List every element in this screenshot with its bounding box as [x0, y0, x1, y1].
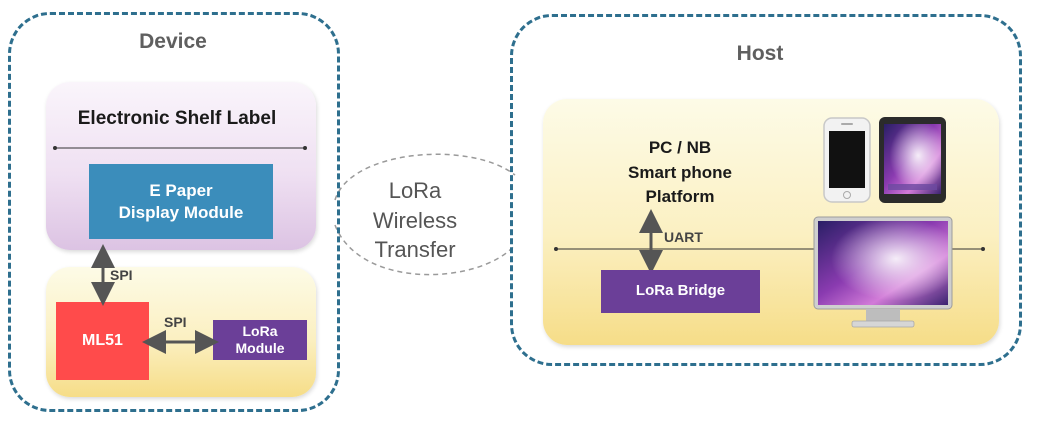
- lora-bridge: LoRa Bridge: [601, 270, 760, 313]
- lora-module-line1: LoRa: [242, 322, 278, 339]
- tablet-icon: [879, 117, 946, 203]
- host-title: Host: [736, 42, 784, 65]
- transfer-line1: LoRa: [388, 178, 442, 203]
- transfer-line3: Transfer: [374, 237, 456, 263]
- lora-bridge-label: LoRa Bridge: [635, 282, 726, 300]
- platform-line3: Platform: [645, 187, 715, 207]
- spi-vertical-label: SPI: [110, 267, 133, 283]
- smartphone-icon: [823, 117, 871, 203]
- wireless-transfer-label: LoRa Wireless Transfer: [355, 176, 475, 265]
- device-group: [8, 12, 340, 412]
- epaper-label-line1: E Paper: [149, 181, 213, 201]
- epaper-label-line2: Display Module: [118, 202, 244, 222]
- platform-line2: Smart phone: [628, 162, 732, 182]
- lora-module-line2: Module: [235, 340, 285, 356]
- lora-module: LoRa Module: [213, 320, 307, 360]
- wireless-link-ellipse: [334, 153, 516, 276]
- ml51-label: ML51: [82, 332, 123, 349]
- platform-list: PC / NB Smart phone Platform: [600, 136, 760, 210]
- uart-label: UART: [664, 229, 703, 245]
- platform-line1: PC / NB: [648, 138, 712, 157]
- transfer-line2: Wireless: [372, 207, 458, 233]
- device-title: Device: [139, 30, 207, 53]
- esl-title: Electronic Shelf Label: [77, 108, 277, 129]
- host-group: [510, 14, 1022, 366]
- ml51-mcu: ML51: [56, 302, 149, 380]
- monitor-icon: [813, 216, 953, 328]
- epaper-display-module: E Paper Display Module: [89, 164, 273, 239]
- spi-horizontal-label: SPI: [164, 314, 187, 330]
